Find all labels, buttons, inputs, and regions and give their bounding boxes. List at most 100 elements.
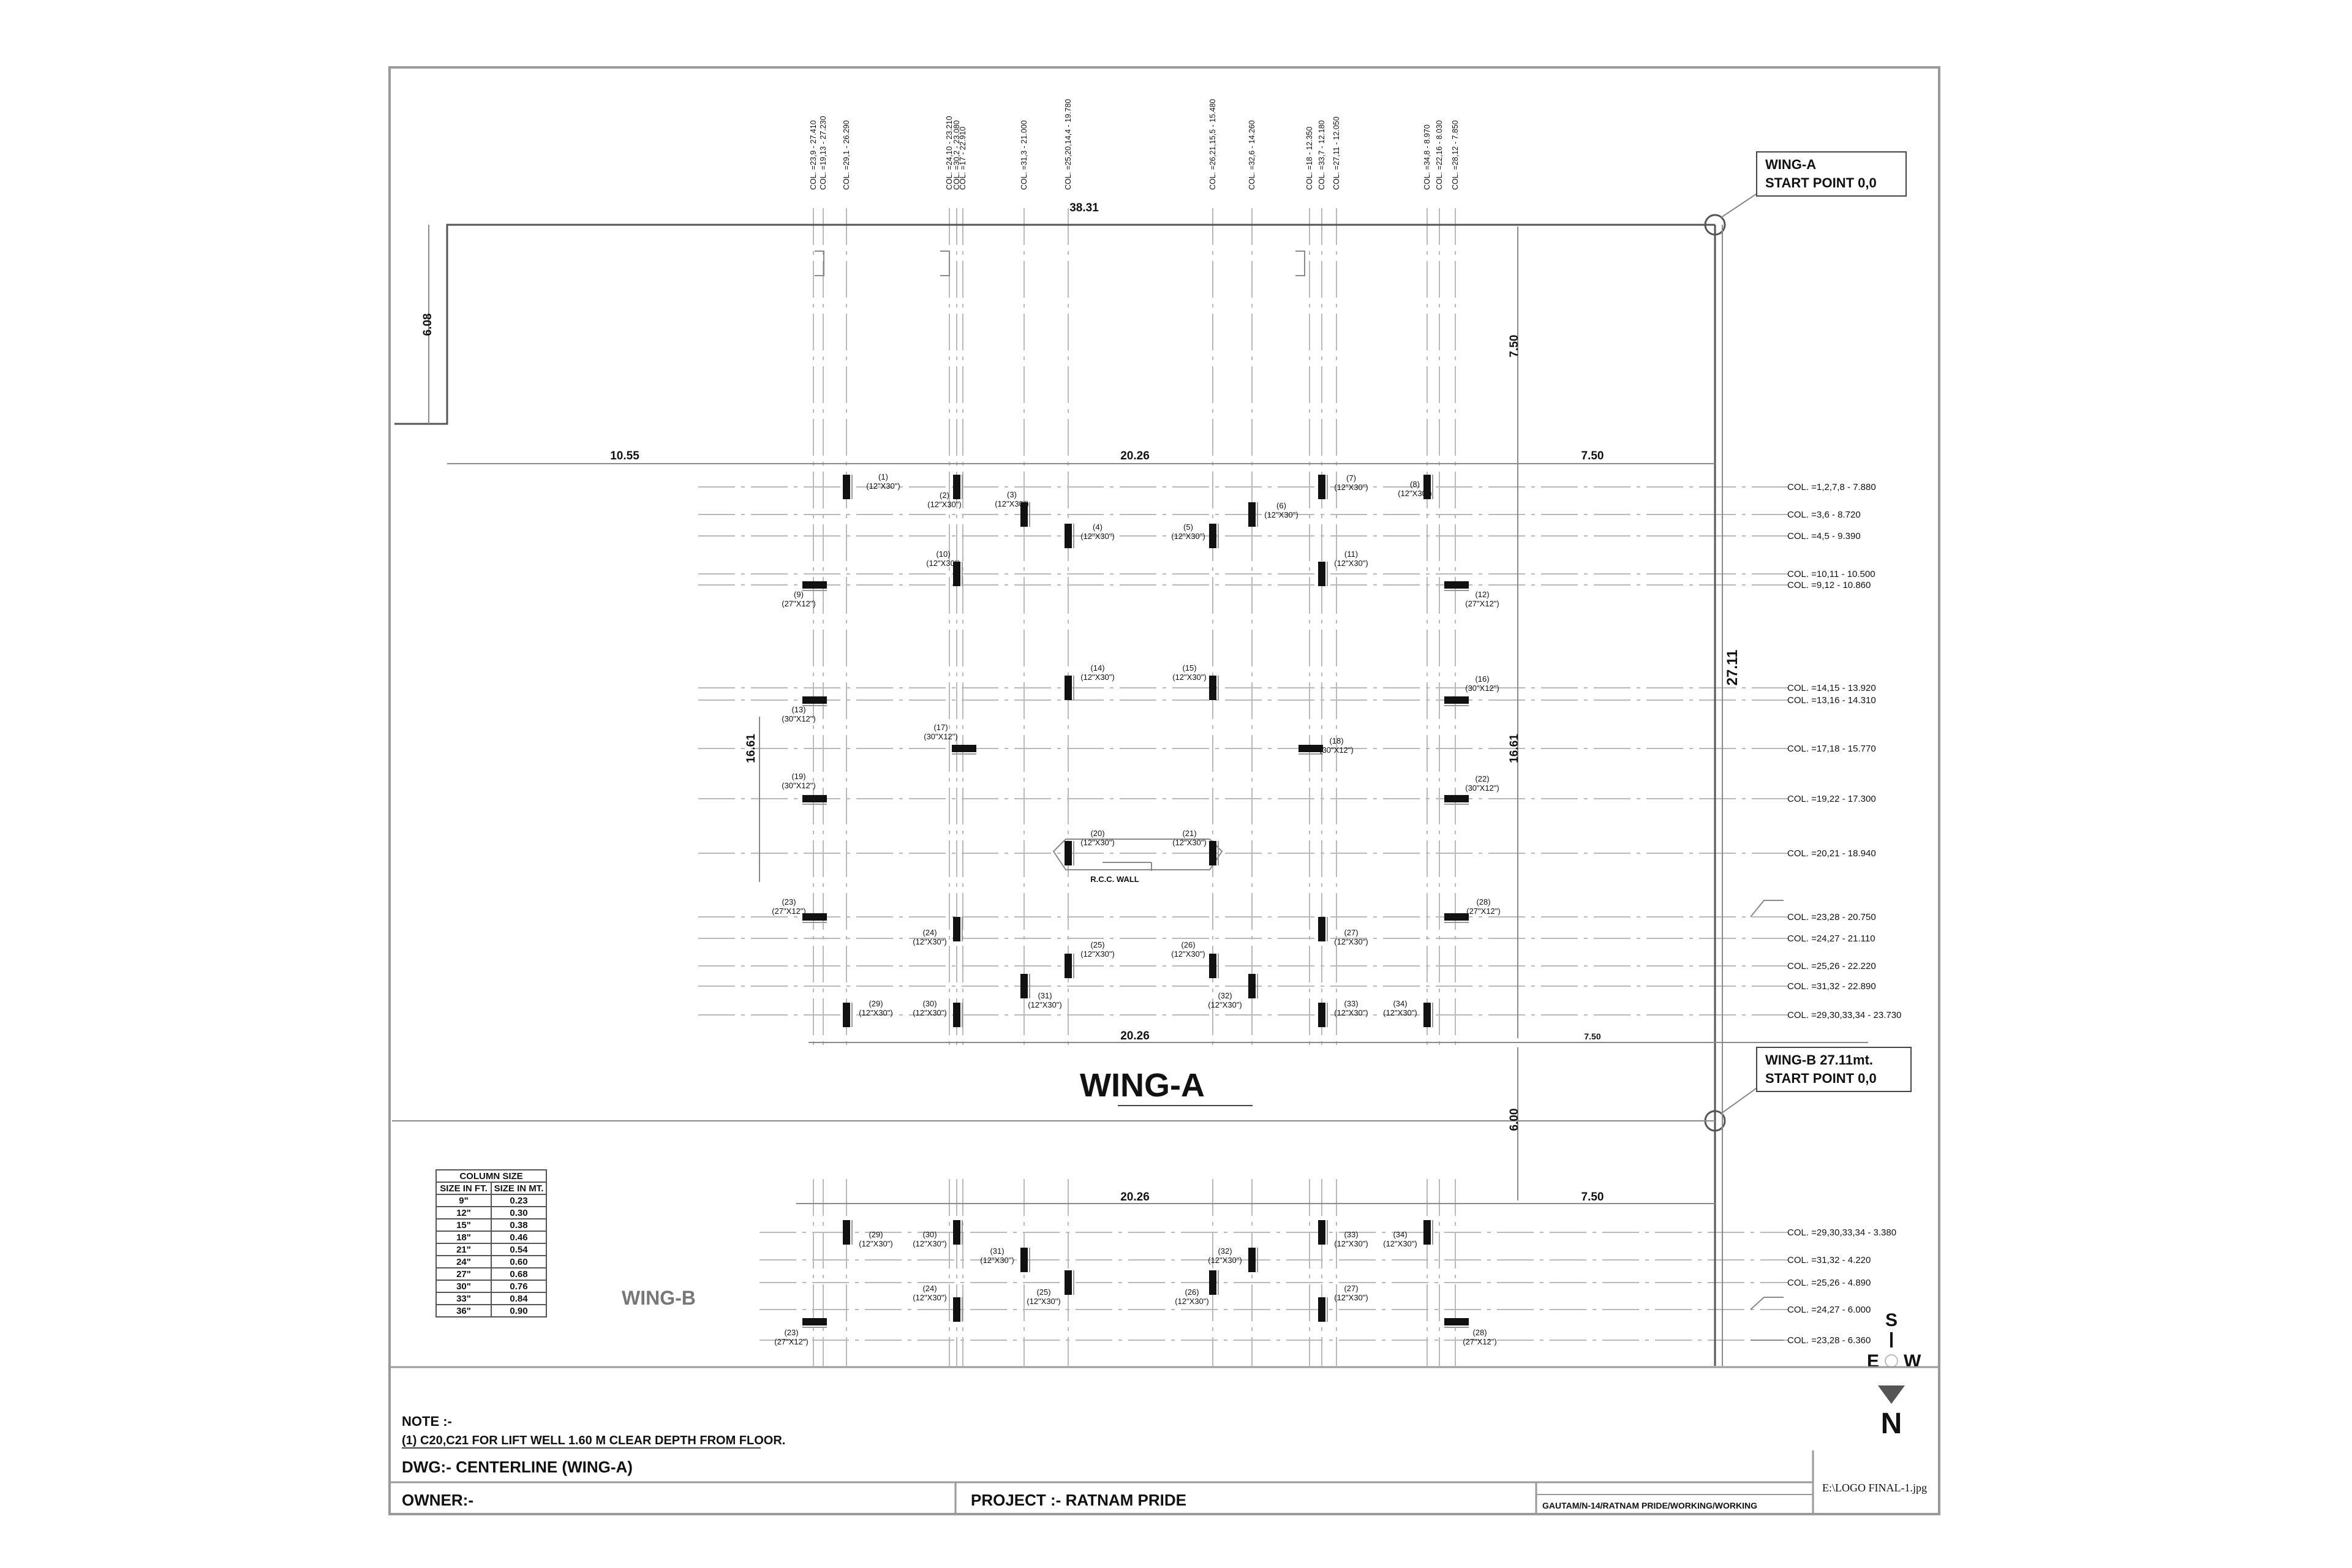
column-marker: (22)(30"X12") (1444, 774, 1499, 805)
table-cell: 24" (456, 1257, 471, 1267)
column-number: (1) (878, 472, 888, 481)
column-marker: (34)(12"X30") (1383, 1220, 1433, 1248)
column-number: (31) (990, 1246, 1004, 1256)
right-column-label: COL. =9,12 - 10.860 (1787, 580, 1871, 590)
table-cell: 33" (456, 1294, 471, 1304)
column-size: (12"X30") (1171, 532, 1205, 541)
top-column-label: COL. =28,12 - 7.850 (1451, 120, 1460, 190)
column-size: (30"X12") (1465, 783, 1499, 793)
column-number: (9) (794, 590, 804, 599)
column-number: (15) (1182, 663, 1196, 673)
column-size: (12"X30") (913, 1008, 946, 1017)
right-column-label: COL. =10,11 - 10.500 (1787, 569, 1875, 579)
top-column-label: COL. =18 - 12.350 (1305, 127, 1314, 190)
column-marker: (6)(12"X30") (1248, 501, 1298, 527)
column-marker: (16)(30"X12") (1444, 674, 1499, 706)
column-number: (13) (791, 705, 805, 714)
table-cell: 0.23 (510, 1196, 527, 1206)
dwg-title: DWG:- CENTERLINE (WING-A) (402, 1458, 633, 1476)
top-column-label: COL. =24,10 - 23.210 (945, 116, 954, 190)
column-marker: (33)(12"X30") (1318, 999, 1368, 1027)
column-size: (12"X30") (1334, 483, 1368, 492)
column-size: (12"X30") (913, 937, 946, 946)
dim-gap-v: 6.00 (1508, 1109, 1521, 1131)
column-marker: (11)(12"X30") (1318, 549, 1368, 586)
column-marker: (25)(12"X30") (1065, 940, 1115, 978)
dim-inner-right: 16.61 (1508, 734, 1521, 763)
right-column-label: COL. =31,32 - 22.890 (1787, 981, 1876, 992)
table-cell: 0.60 (510, 1257, 527, 1267)
column-marker: (21)(12"X30") (1172, 829, 1219, 865)
column-marker: (15)(12"X30") (1172, 663, 1219, 700)
column-size: (12"X30") (926, 559, 960, 568)
column-size: (12"X30") (1334, 1008, 1368, 1017)
column-number: (6) (1276, 501, 1286, 510)
column-size: (12"X30") (1172, 838, 1206, 847)
column-size: (12"X30") (1208, 1256, 1242, 1265)
column-size: (30"X12") (1319, 745, 1353, 755)
column-number: (17) (933, 723, 948, 732)
file-path: GAUTAM/N-14/RATNAM PRIDE/WORKING/WORKING (1542, 1501, 1757, 1510)
column-size: (12"X30") (927, 500, 961, 509)
column-size: (12"X30") (1028, 1000, 1061, 1009)
dim-right-v: 7.50 (1508, 335, 1521, 358)
column-size: (30"X12") (782, 714, 815, 723)
column-number: (24) (922, 1284, 937, 1293)
column-marker: (7)(12"X30") (1318, 473, 1368, 499)
column-marker: (26)(12"X30") (1175, 1270, 1219, 1306)
top-column-label: COL. =31,3 - 21.000 (1020, 120, 1028, 190)
dim-row-c1: 20.26 (1120, 1191, 1150, 1204)
column-number: (34) (1393, 999, 1407, 1008)
column-marker: (20)(12"X30") (1065, 829, 1115, 865)
dim-row-a2: 20.26 (1120, 450, 1150, 462)
column-marker: (4)(12"X30") (1065, 522, 1115, 548)
column-size: (27"X12") (1466, 907, 1500, 916)
column-marker: (3)(12"X30") (995, 490, 1030, 527)
table-cell: 12" (456, 1208, 471, 1218)
column-size: (12"X30") (1175, 1297, 1208, 1306)
column-size: (30"X12") (924, 732, 957, 741)
column-size: (12"X30") (1171, 949, 1205, 959)
column-number: (28) (1472, 1328, 1487, 1337)
table-cell: 0.54 (510, 1245, 528, 1255)
column-number: (29) (869, 999, 883, 1008)
column-number: (5) (1183, 522, 1193, 532)
dim-row-b1: 20.26 (1120, 1030, 1150, 1042)
column-marker: (8)(12"X30") (1398, 475, 1433, 499)
column-size: (12"X30") (1334, 1239, 1368, 1248)
table-header: SIZE IN FT. (440, 1183, 488, 1194)
top-column-label: COL. =34,8 - 8.970 (1423, 124, 1431, 190)
column-marker: (28)(27"X12") (1444, 1318, 1497, 1346)
column-size: (12"X30") (1172, 673, 1206, 682)
column-size: (12"X30") (1383, 1008, 1417, 1017)
column-number: (29) (869, 1230, 883, 1239)
column-number: (20) (1090, 829, 1104, 838)
column-number: (11) (1344, 549, 1358, 559)
column-marker: (31)(12"X30") (1020, 974, 1062, 1009)
column-number: (31) (1038, 991, 1052, 1000)
right-column-label: COL. =3,6 - 8.720 (1787, 510, 1861, 520)
column-number: (12) (1475, 590, 1489, 599)
column-marker: (12)(27"X12") (1444, 581, 1499, 608)
column-marker: (14)(12"X30") (1065, 663, 1115, 700)
wing-b-label: WING-B (622, 1287, 696, 1309)
right-column-label: COL. =24,27 - 21.110 (1787, 933, 1875, 944)
column-size: (12"X30") (859, 1008, 892, 1017)
column-marker: (28)(27"X12") (1444, 897, 1501, 923)
column-size: (12"X30") (1334, 937, 1368, 946)
column-marker: (24)(12"X30") (913, 917, 963, 946)
column-number: (23) (782, 897, 796, 907)
column-size: (12"X30") (1080, 673, 1114, 682)
right-column-label: COL. =4,5 - 9.390 (1787, 531, 1861, 541)
column-number: (2) (940, 491, 949, 500)
svg-text:E: E (1867, 1351, 1879, 1371)
top-column-label: COL. =26,21,15,5 - 15.480 (1208, 99, 1217, 190)
column-marker: (32)(12"X30") (1208, 1246, 1258, 1272)
title-block: NOTE :- (1) C20,C21 FOR LIFT WELL 1.60 M… (390, 1366, 1939, 1514)
column-size: (27"X12") (774, 1337, 808, 1346)
column-number: (22) (1475, 774, 1489, 783)
column-number: (23) (784, 1328, 798, 1337)
